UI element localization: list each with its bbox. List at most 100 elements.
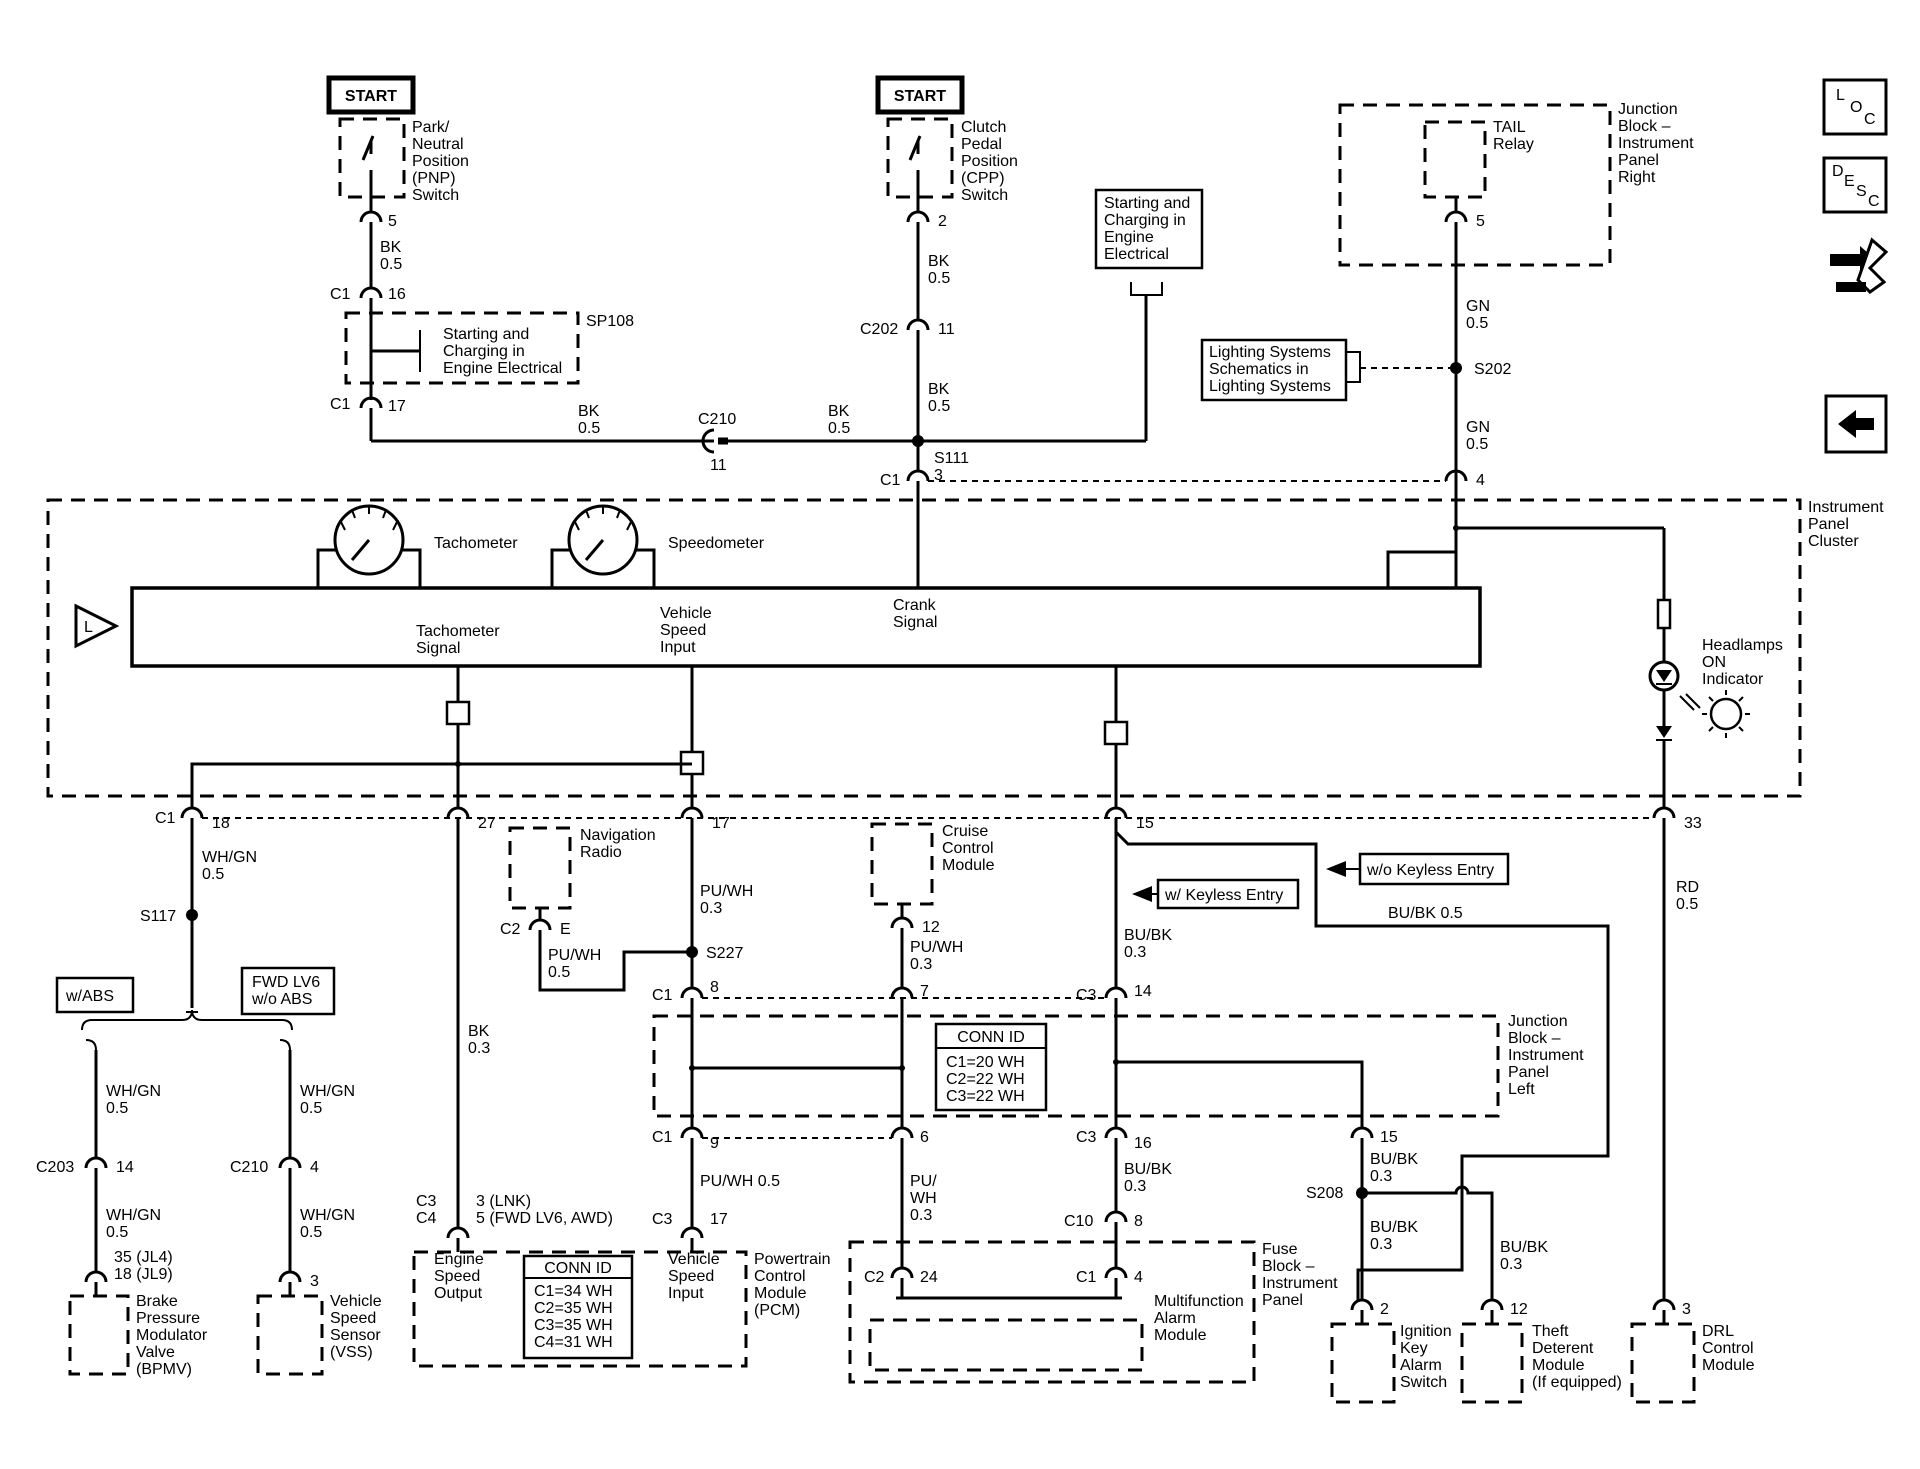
- diagram-label: 35 (JL4): [114, 1249, 173, 1266]
- diagram-label: C1: [330, 396, 351, 413]
- diagram-label: Engine: [434, 1251, 484, 1268]
- diagram-label: 0.5: [578, 420, 600, 437]
- diagram-label: Ignition: [1400, 1323, 1452, 1340]
- diagram-label: GN: [1466, 298, 1490, 315]
- diagram-label: w/o Keyless Entry: [1366, 862, 1494, 879]
- diagram-label: Neutral: [412, 136, 464, 153]
- diagram-label: Left: [1508, 1081, 1535, 1098]
- conn-id-pcm-table: [522, 1254, 634, 1360]
- headlamp-sun-icon: [1702, 690, 1750, 738]
- diagram-label: Junction: [1618, 101, 1678, 118]
- diagram-label: Navigation: [580, 827, 656, 844]
- ref-starting-charging[interactable]: [1094, 188, 1204, 270]
- diagram-label: C210: [230, 1159, 268, 1176]
- option-wo-keyless-entry: [1358, 852, 1510, 886]
- description-button[interactable]: D E S C: [1822, 156, 1888, 214]
- ref-lighting-systems[interactable]: [1200, 338, 1348, 402]
- start-label: START: [345, 88, 397, 105]
- diagram-label: Theft: [1532, 1323, 1569, 1340]
- diagram-label: Schematics in: [1209, 361, 1309, 378]
- pcm-module: [412, 1250, 748, 1368]
- diagram-label: 0.3: [700, 900, 722, 917]
- diagram-label: S111: [934, 450, 969, 467]
- diagram-label: Panel: [1508, 1064, 1549, 1081]
- diagram-label: Tachometer: [416, 623, 500, 640]
- diagram-label: Fuse: [1262, 1241, 1298, 1258]
- diagram-label: C10: [1064, 1213, 1093, 1230]
- diagram-label: 2: [1380, 1301, 1389, 1318]
- diagram-label: C2: [864, 1269, 885, 1286]
- diagram-label: Module: [754, 1285, 807, 1302]
- diagram-label: BK: [928, 381, 950, 398]
- diagram-label: Module: [1154, 1327, 1207, 1344]
- diagram-label: (VSS): [330, 1344, 373, 1361]
- option-fwd-lv6: [240, 966, 336, 1016]
- back-arrow-button[interactable]: [1824, 394, 1888, 454]
- diagram-label: C3: [1076, 1129, 1097, 1146]
- diagram-label: Deterent: [1532, 1340, 1594, 1357]
- start-box-left: [326, 75, 416, 115]
- diagram-label: BK: [380, 239, 402, 256]
- diagram-label: BU/BK 0.5: [1388, 905, 1463, 922]
- diagram-label: Crank: [893, 597, 937, 614]
- diagram-label: 27: [478, 815, 496, 832]
- diagram-label: PU/WH: [548, 947, 601, 964]
- diagram-label: Switch: [412, 187, 459, 204]
- diagram-label: S202: [1474, 361, 1511, 378]
- diagram-label: 11: [710, 457, 727, 474]
- diagram-label: C4: [416, 1210, 437, 1227]
- diagram-label: 18: [212, 815, 230, 832]
- cruise-control-module: [870, 822, 934, 906]
- diagram-label: Panel: [1618, 152, 1659, 169]
- diagram-label: 0.5: [1466, 315, 1488, 332]
- diagram-label: Indicator: [1702, 671, 1764, 688]
- diagram-label: (CPP): [961, 170, 1005, 187]
- diagram-label: 3: [1682, 1301, 1691, 1318]
- diagram-label: S: [1856, 183, 1867, 200]
- diagram-label: 17: [388, 398, 406, 415]
- diagram-label: 17: [710, 1211, 728, 1228]
- diagram-label: w/o ABS: [251, 991, 312, 1008]
- diagram-label: 0.5: [828, 420, 850, 437]
- diagram-label: Pedal: [961, 136, 1002, 153]
- diagram-label: Relay: [1493, 136, 1534, 153]
- diagram-label: 6: [920, 1129, 929, 1146]
- diagram-label: Speedometer: [668, 535, 765, 552]
- diagram-label: (BPMV): [136, 1361, 192, 1378]
- diagram-label: Input: [660, 639, 696, 656]
- diagram-label: 17: [712, 815, 730, 832]
- diagram-label: BK: [578, 403, 600, 420]
- diagram-label: Valve: [136, 1344, 175, 1361]
- diagram-label: Control: [754, 1268, 806, 1285]
- diagram-label: Position: [961, 153, 1018, 170]
- diagram-label: C3: [416, 1193, 437, 1210]
- start-box-right: [875, 75, 965, 115]
- diagram-label: 0.3: [1124, 1178, 1146, 1195]
- diagram-label: Modulator: [136, 1327, 208, 1344]
- diagram-label: Instrument: [1508, 1047, 1584, 1064]
- diagram-label: C: [1864, 111, 1876, 128]
- diagram-label: WH/GN: [202, 849, 257, 866]
- diagram-label: Switch: [1400, 1374, 1447, 1391]
- diagram-label: Output: [434, 1285, 483, 1302]
- diagram-label: 5 (FWD LV6, AWD): [476, 1210, 613, 1227]
- diagram-label: Speed: [660, 622, 706, 639]
- repair-tools-icon[interactable]: [1830, 237, 1889, 294]
- diagram-label: E: [1844, 173, 1855, 190]
- diagram-label: Input: [668, 1285, 704, 1302]
- ignition-key-alarm-switch: [1330, 1322, 1396, 1404]
- multifunction-alarm-module: [868, 1318, 1144, 1372]
- diagram-label: Lighting Systems: [1209, 344, 1331, 361]
- theft-deterent-module: [1460, 1322, 1524, 1404]
- diagram-label: 0.3: [1124, 944, 1146, 961]
- diagram-label: 0.5: [1676, 896, 1698, 913]
- diagram-label: Instrument: [1618, 135, 1694, 152]
- diagram-label: 3: [934, 467, 943, 484]
- diagram-label: E: [560, 921, 571, 938]
- diagram-label: Control: [942, 840, 994, 857]
- diagram-label: GN: [1466, 419, 1490, 436]
- location-button[interactable]: L O C: [1822, 78, 1888, 136]
- diagram-label: Alarm: [1154, 1310, 1196, 1327]
- diagram-label: BK: [928, 253, 950, 270]
- diagram-label: PU/WH 0.5: [700, 1173, 780, 1190]
